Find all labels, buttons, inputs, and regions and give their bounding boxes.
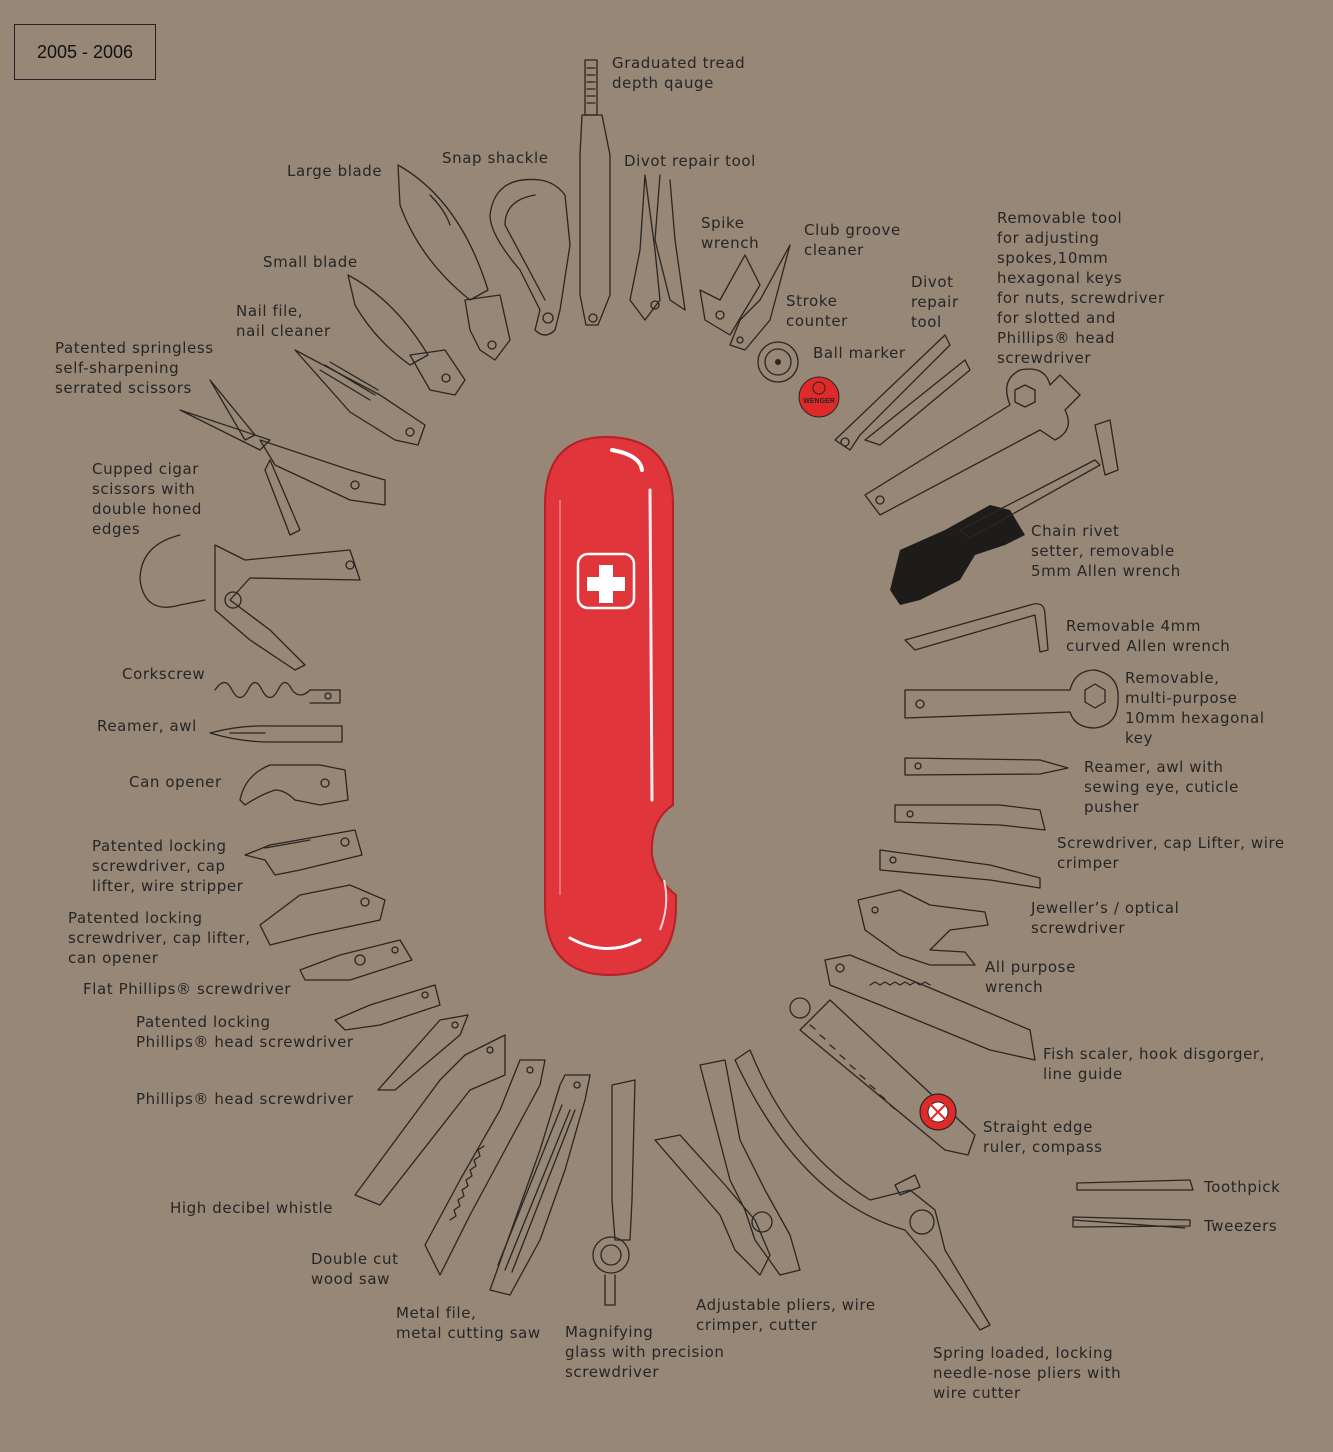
label-tweezers: Tweezers (1204, 1217, 1278, 1235)
locking-screwdriver-wire-illustration (244, 829, 363, 876)
label-scissors: Patented springless self-sharpening serr… (55, 339, 214, 397)
scissors-illustration (179, 379, 386, 536)
reamer-illustration (209, 725, 343, 743)
divot-tool-illustration (629, 174, 686, 321)
can-opener-illustration (239, 764, 349, 806)
label-cigar-scissors: Cupped cigar scissors with double honed … (92, 460, 203, 538)
allen-4mm-illustration (904, 603, 1049, 653)
label-small-blade: Small blade (263, 253, 358, 271)
label-locking-screwdriver-wire: Patented locking screwdriver, cap lifter… (92, 837, 244, 895)
divot-repair-right-illustration (834, 334, 971, 451)
cigar-scissors-illustration (139, 534, 361, 671)
reamer-sewing-illustration (904, 757, 1069, 776)
tread-gauge-illustration (579, 59, 611, 326)
label-toothpick: Toothpick (1204, 1178, 1281, 1196)
nail-file-illustration (294, 349, 426, 446)
label-corkscrew: Corkscrew (122, 665, 206, 683)
label-nail-file: Nail file, nail cleaner (236, 302, 331, 340)
club-groove-illustration (729, 244, 791, 351)
label-tread-gauge: Graduated tread depth qauge (612, 54, 746, 92)
compass-illustration (919, 1093, 957, 1131)
tweezers-illustration (1072, 1216, 1191, 1229)
hex-key-illustration (904, 669, 1119, 729)
label-phillips: Phillips® head screwdriver (136, 1090, 354, 1108)
all-purpose-wrench-illustration (857, 889, 989, 966)
label-screwdriver-cap: Screwdriver, cap Lifter, wire crimper (1057, 834, 1285, 872)
label-chain-rivet: Chain rivet setter, removable 5mm Allen … (1031, 522, 1181, 580)
label-club-groove: Club groove cleaner (804, 221, 901, 259)
red-knife-handle (544, 435, 677, 977)
snap-shackle-illustration (489, 178, 571, 336)
label-fish-scaler: Fish scaler, hook disgorger, line guide (1043, 1045, 1266, 1083)
flat-phillips-illustration (299, 939, 413, 981)
label-snap-shackle: Snap shackle (442, 149, 549, 167)
label-hex-key: Removable, multi-purpose 10mm hexagonal … (1125, 669, 1265, 747)
adjustable-pliers-illustration (654, 1059, 801, 1276)
label-all-purpose-wrench: All purpose wrench (985, 958, 1076, 996)
label-needle-pliers: Spring loaded, locking needle-nose plier… (933, 1344, 1122, 1402)
jeweller-screwdriver-illustration (879, 849, 1041, 889)
large-blade-illustration (397, 164, 511, 361)
needle-pliers-illustration (734, 1049, 991, 1331)
saw-illustration (424, 1059, 546, 1276)
locking-screwdriver-can-illustration (259, 884, 386, 946)
ball-marker-illustration: WENGER (798, 376, 840, 418)
label-spike-wrench: Spike wrench (701, 214, 760, 252)
label-stroke-counter: Stroke counter (786, 292, 848, 330)
spike-wrench-illustration (699, 254, 761, 336)
label-allen-4mm: Removable 4mm curved Allen wrench (1066, 617, 1231, 655)
stroke-counter-illustration (757, 341, 799, 383)
year-range-box: 2005 - 2006 (14, 24, 156, 80)
whistle-illustration (354, 1034, 506, 1206)
label-pliers: Adjustable pliers, wire crimper, cutter (696, 1296, 876, 1334)
spoke-tool-illustration (864, 368, 1081, 516)
corkscrew-illustration (214, 681, 341, 704)
chain-rivet-illustration (890, 419, 1119, 605)
label-metal-file: Metal file, metal cutting saw (396, 1304, 541, 1342)
label-removable-tool: Removable tool for adjusting spokes,10mm… (997, 209, 1165, 367)
toothpick-illustration (1076, 1179, 1194, 1191)
svg-text:WENGER: WENGER (803, 398, 835, 405)
label-magnifier: Magnifying glass with precision screwdri… (565, 1323, 725, 1381)
label-ball-marker: Ball marker (813, 344, 906, 362)
ruler-illustration (789, 997, 976, 1156)
fish-scaler-illustration (824, 954, 1036, 1061)
label-large-blade: Large blade (287, 162, 383, 180)
magnifier-illustration (592, 1079, 636, 1306)
small-blade-illustration (347, 274, 466, 396)
label-locking-phillips: Patented locking Phillips® head screwdri… (136, 1013, 354, 1051)
label-divot-repair-right: Divot repair tool (911, 273, 959, 331)
label-ruler: Straight edge ruler, compass (983, 1118, 1103, 1156)
label-locking-screwdriver-can: Patented locking screwdriver, cap lifter… (68, 909, 251, 967)
label-saw: Double cut wood saw (311, 1250, 399, 1288)
locking-phillips-illustration (334, 984, 441, 1031)
label-whistle: High decibel whistle (170, 1199, 334, 1217)
label-divot-repair-top: Divot repair tool (624, 152, 756, 170)
label-flat-phillips: Flat Phillips® screwdriver (83, 980, 292, 998)
label-reamer-awl: Reamer, awl (97, 717, 197, 735)
phillips-illustration (377, 1014, 469, 1091)
screwdriver-cap-illustration (894, 804, 1046, 831)
metal-file-illustration (489, 1074, 591, 1296)
label-jeweller: Jeweller’s / optical screwdriver (1031, 899, 1180, 937)
label-reamer-sewing: Reamer, awl with sewing eye, cuticle pus… (1084, 758, 1239, 816)
label-can-opener: Can opener (129, 773, 222, 791)
